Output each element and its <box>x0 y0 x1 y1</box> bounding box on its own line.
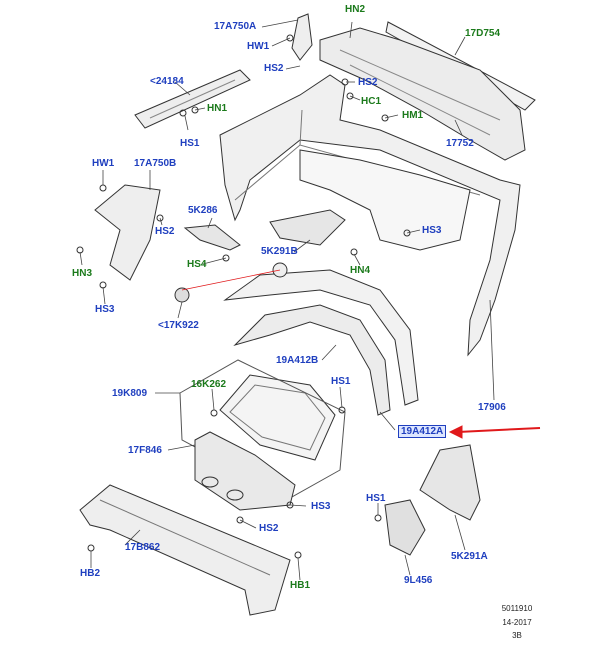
label-19A412B[interactable]: 19A412B <box>276 355 319 366</box>
undertray-17F846 <box>194 431 296 511</box>
label-HB2[interactable]: HB2 <box>80 568 101 579</box>
label-HS1-bottom[interactable]: HS1 <box>366 493 386 504</box>
label-HN3[interactable]: HN3 <box>72 268 93 279</box>
label-17K922[interactable]: <17K922 <box>158 320 199 331</box>
label-17F846[interactable]: 17F846 <box>128 445 162 456</box>
label-HB1[interactable]: HB1 <box>290 580 311 591</box>
grille-19K809 <box>219 374 336 461</box>
label-HS1-mid[interactable]: HS1 <box>331 376 351 387</box>
label-HW1-top[interactable]: HW1 <box>247 41 270 52</box>
footer-code: 3B <box>512 631 522 640</box>
label-HS3-right[interactable]: HS3 <box>422 225 442 236</box>
label-HS2-bottom[interactable]: HS2 <box>259 523 279 534</box>
label-16K262[interactable]: 16K262 <box>191 379 227 390</box>
label-HC1[interactable]: HC1 <box>361 96 382 107</box>
bracket-17A750B <box>94 184 161 281</box>
label-HS3-left[interactable]: HS3 <box>95 304 115 315</box>
label-HM1[interactable]: HM1 <box>402 110 424 121</box>
footer-drawing-number: 5011910 <box>501 604 533 613</box>
label-HS3-bottom[interactable]: HS3 <box>311 501 331 512</box>
label-5K291B[interactable]: 5K291B <box>261 246 298 257</box>
label-17B862[interactable]: 17B862 <box>125 542 161 553</box>
label-HS2-top[interactable]: HS2 <box>264 63 284 74</box>
label-17A750A[interactable]: 17A750A <box>214 21 257 32</box>
valance-19A412A <box>233 304 391 416</box>
label-HW1-left[interactable]: HW1 <box>92 158 115 169</box>
label-HS1-top[interactable]: HS1 <box>180 138 200 149</box>
part-9L456 <box>384 499 426 556</box>
label-HS4[interactable]: HS4 <box>187 259 207 270</box>
part-5K286 <box>183 224 241 251</box>
label-17752[interactable]: 17752 <box>446 138 474 149</box>
bracket-17A750A <box>291 13 313 61</box>
label-HN2[interactable]: HN2 <box>345 4 366 15</box>
highlight-arrow <box>448 425 541 439</box>
valance-19A412B <box>223 269 419 406</box>
label-5K286[interactable]: 5K286 <box>188 205 218 216</box>
label-5K291A[interactable]: 5K291A <box>451 551 488 562</box>
cap-17K922 <box>174 287 190 303</box>
beam-17B862 <box>79 484 291 616</box>
label-HS2-left[interactable]: HS2 <box>155 226 175 237</box>
label-24184[interactable]: <24184 <box>150 76 184 87</box>
bumper-cover-17906 <box>219 74 521 357</box>
label-HS2-mid[interactable]: HS2 <box>358 77 378 88</box>
part-5K291A <box>419 444 481 521</box>
label-17906[interactable]: 17906 <box>478 402 506 413</box>
label-HN4[interactable]: HN4 <box>350 265 371 276</box>
label-9L456[interactable]: 9L456 <box>404 575 433 586</box>
label-19K809[interactable]: 19K809 <box>112 388 148 399</box>
label-19A412A-highlighted[interactable]: 19A412A <box>398 425 447 438</box>
label-17D754[interactable]: 17D754 <box>465 28 501 39</box>
part-5K291B <box>269 209 346 246</box>
label-17A750B[interactable]: 17A750B <box>134 158 177 169</box>
footer-date: 14-2017 <box>502 618 532 627</box>
label-HN1[interactable]: HN1 <box>207 103 228 114</box>
